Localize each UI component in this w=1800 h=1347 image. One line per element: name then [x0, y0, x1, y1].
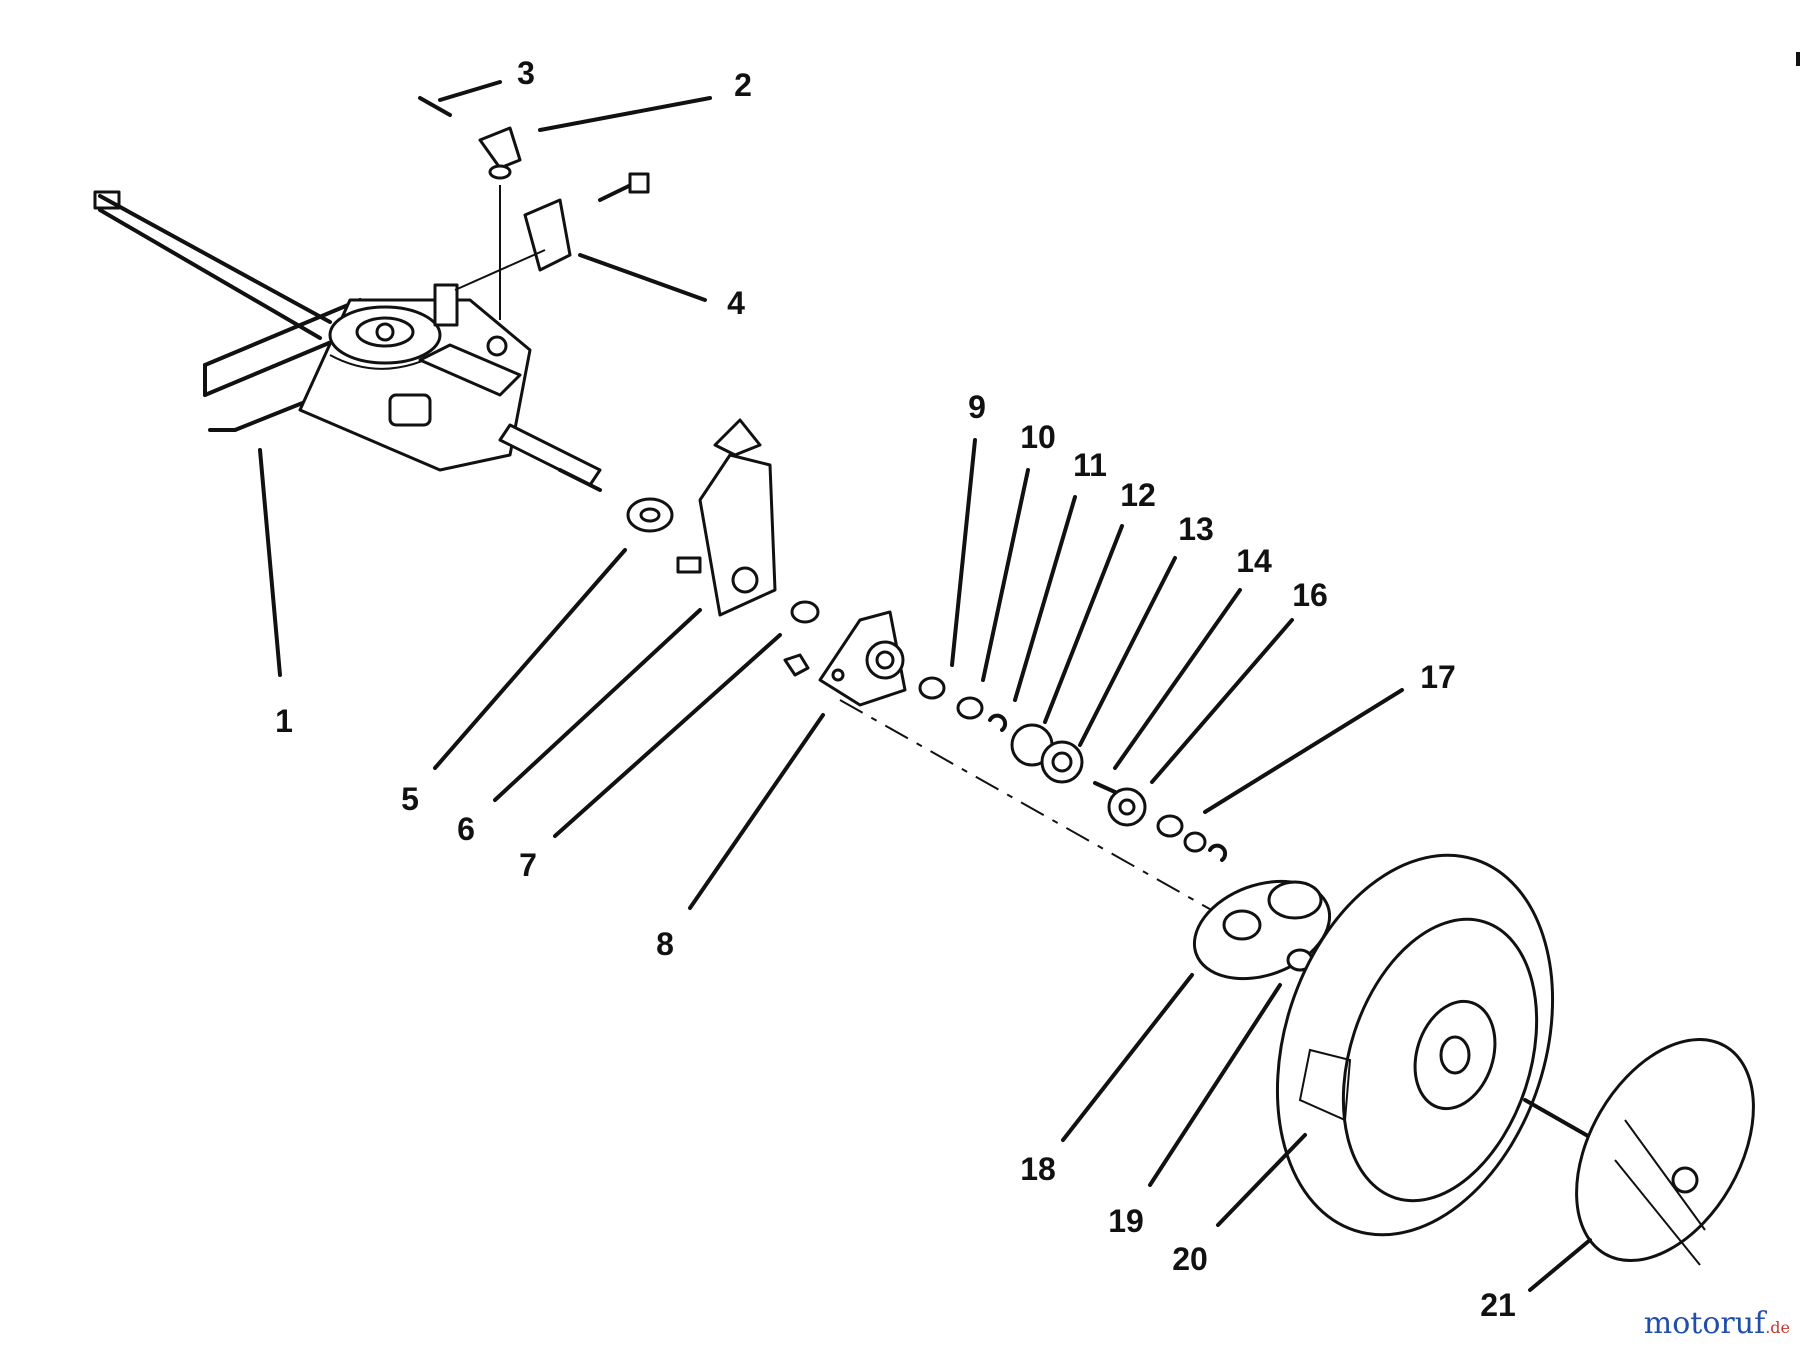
callout-label: 2	[734, 67, 752, 103]
site-watermark: motoruf.de	[1644, 1306, 1790, 1341]
callout-label: 20	[1172, 1241, 1208, 1277]
callout-label: 18	[1020, 1151, 1056, 1187]
wheel-cover	[1575, 1038, 1755, 1266]
callout-label: 4	[727, 285, 745, 321]
callout-label: 6	[457, 811, 475, 847]
callout-label: 10	[1020, 419, 1056, 455]
leader-lines	[258, 80, 1592, 1292]
middle-parts	[626, 418, 820, 677]
wheel-housing	[818, 610, 907, 707]
callout-labels: 3 2 4 1 5 6 7 8 9 10 11 12 13 14 16 17 1…	[275, 55, 1516, 1323]
callout-label: 11	[1073, 447, 1107, 483]
callout-label: 12	[1120, 477, 1156, 513]
callout-label: 8	[656, 926, 674, 962]
corner-mark	[1796, 52, 1800, 66]
callout-label: 9	[968, 389, 986, 425]
callout-label: 1	[275, 703, 293, 739]
callout-label: 16	[1292, 577, 1328, 613]
callout-label: 21	[1480, 1287, 1516, 1323]
upper-small-parts	[418, 96, 650, 320]
callout-label: 13	[1178, 511, 1214, 547]
gearbox-housing	[298, 283, 602, 492]
callout-label: 17	[1420, 659, 1456, 695]
drive-shaft-assembly	[93, 190, 362, 432]
watermark-main: motoruf	[1643, 1306, 1766, 1341]
callout-label: 19	[1108, 1203, 1144, 1239]
callout-label: 5	[401, 781, 419, 817]
callout-label: 3	[517, 55, 535, 91]
callout-label: 7	[519, 847, 537, 883]
axle-parts	[918, 676, 1228, 862]
callout-label: 14	[1236, 543, 1272, 579]
watermark-suffix: .de	[1765, 1318, 1790, 1337]
